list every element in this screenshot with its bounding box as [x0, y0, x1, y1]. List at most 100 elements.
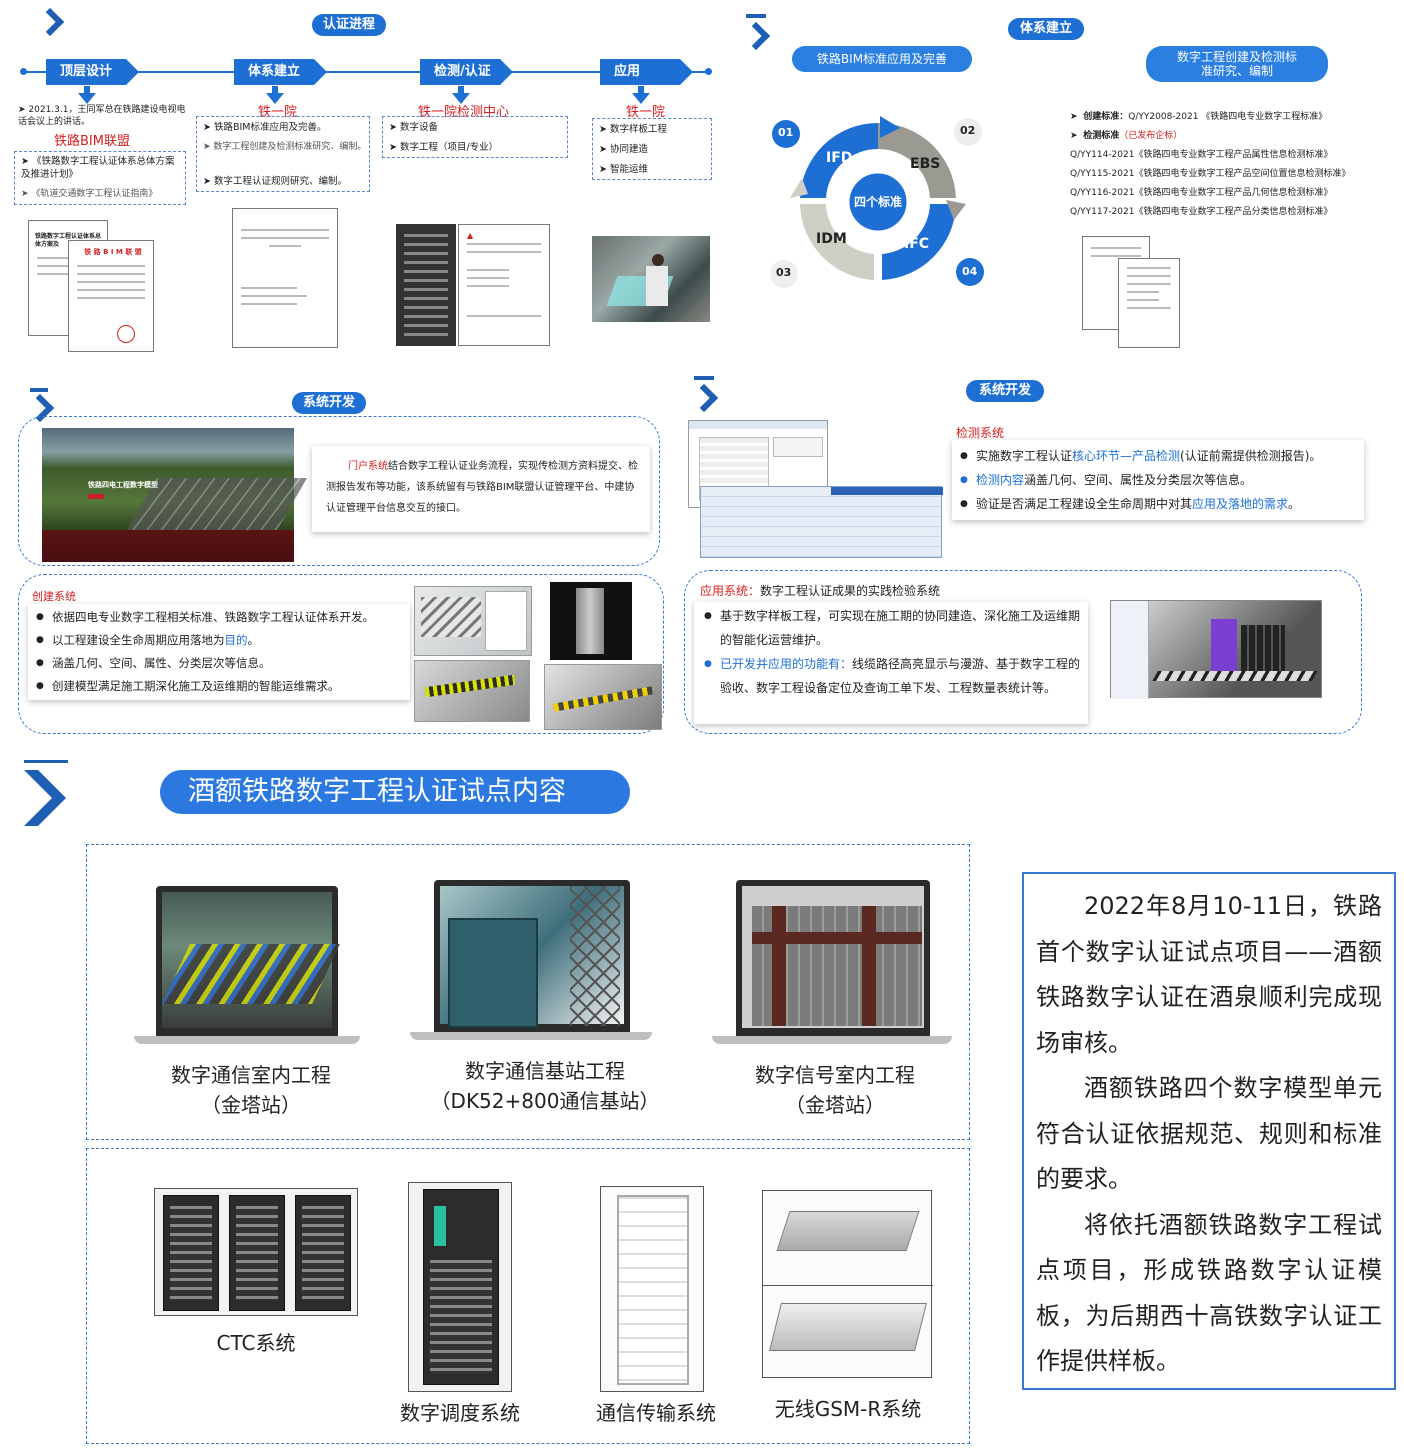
cycle-label-idm: IDM	[816, 231, 847, 247]
portal-desc-card: 门户系统结合数字工程认证业务流程，实现传检测方资料提交、检测报告发布等功能，该系…	[312, 446, 650, 532]
q2-title: 体系建立	[1008, 18, 1084, 40]
document-thumbnail: ▲	[458, 224, 550, 346]
chevron-right-icon	[40, 12, 58, 34]
transmission-photo	[600, 1186, 704, 1392]
row1-box	[86, 844, 970, 1140]
laptop-base	[712, 1036, 952, 1044]
badge-number: 03	[776, 266, 792, 279]
arrowhead-icon	[880, 116, 900, 138]
ifd-segment	[800, 122, 878, 198]
document-thumbnail	[1118, 258, 1180, 348]
caption: CTC系统	[216, 1331, 296, 1355]
stage-tag: 检测/认证	[420, 59, 513, 85]
cable-tray-screenshot	[414, 660, 530, 722]
pill-create-check: 数字工程创建及检测标准研究、编制	[1146, 46, 1328, 82]
app-box	[684, 570, 1362, 734]
summary-paragraph: 将依托酒额铁路数字工程试点项目，形成铁路数字认证模板，为后期西十高铁数字认证工作…	[1036, 1210, 1382, 1376]
arrowhead-icon	[790, 178, 808, 198]
create-box	[18, 574, 664, 734]
timeline-line	[22, 71, 710, 73]
stage-items: ➤ 《铁路数字工程认证体系总体方案及推进计划》 ➤ 《轨道交通数字工程认证指南》	[14, 151, 186, 205]
cycle-center-label: 四个标准	[853, 195, 902, 209]
laptop-base	[134, 1036, 360, 1044]
arrow-down-icon	[452, 93, 470, 104]
center-circle	[846, 170, 910, 234]
ifc-segment	[882, 204, 956, 280]
arrow-down-icon	[272, 86, 278, 94]
chevron-right-icon	[694, 388, 712, 410]
app-3d-screenshot	[1110, 600, 1322, 699]
accent-bar	[694, 376, 714, 380]
cycle-label-ifd: IFD	[826, 150, 853, 166]
number-badge	[956, 258, 984, 286]
accent-bar	[30, 388, 48, 392]
create-items-card: 依据四电专业数字工程相关标准、铁路数字工程认证体系开发。 以工程建设全生命周期应…	[28, 604, 410, 700]
q4-title: 系统开发	[966, 380, 1044, 402]
pill-bim-standard: 铁路BIM标准应用及完善	[792, 46, 972, 72]
number-badge	[954, 118, 982, 146]
timeline-dot	[20, 68, 27, 75]
chevron-right-icon	[24, 770, 66, 826]
bottom-title: 酒额铁路数字工程认证试点内容	[160, 770, 630, 814]
idm-segment	[800, 204, 874, 280]
create-system-label: 创建系统	[32, 590, 76, 603]
stage-items: ➤ 铁路BIM标准应用及完善。 ➤ 数字工程创建及检测标准研究、编制。 ➤ 数字…	[196, 116, 370, 192]
badge-number: 02	[960, 124, 976, 137]
portal-screenshot: 铁路四电工程数字模型	[42, 428, 308, 562]
stage-org: 铁一院	[626, 105, 666, 120]
rack-model-screenshot	[550, 582, 632, 660]
summary-paragraph: 2022年8月10-11日，铁路首个数字认证试点项目——酒额铁路数字认证在酒泉顺…	[1036, 892, 1382, 1057]
caption: 通信传输系统	[596, 1401, 716, 1425]
timeline-dot	[705, 68, 712, 75]
number-badge	[772, 120, 800, 148]
dispatch-photo	[408, 1182, 512, 1392]
standards-list: ➤ 创建标准：Q/YY2008-2021 《铁路四电专业数字工程标准》 ➤ 检测…	[1070, 112, 1351, 217]
row2-box	[86, 1148, 970, 1444]
laptop-screen	[156, 886, 340, 1036]
caption: 数字调度系统	[400, 1401, 520, 1425]
arrow-down-icon	[78, 93, 96, 104]
caption: 无线GSM-R系统	[774, 1397, 922, 1421]
chevron-right-icon	[746, 26, 764, 48]
gsmr-photo	[762, 1190, 933, 1378]
cycle-label-ifc: IFC	[904, 236, 930, 252]
q3-title: 系统开发	[292, 392, 366, 414]
q1-title: 认证进程	[312, 14, 386, 36]
accent-bar	[746, 14, 766, 18]
portal-button[interactable]	[88, 494, 104, 499]
ctc-photo	[154, 1188, 358, 1316]
arrow-down-icon	[266, 93, 284, 104]
summary-box: 2022年8月10-11日，铁路首个数字认证试点项目——酒额铁路数字认证在酒泉顺…	[1022, 872, 1396, 1390]
arrow-down-icon	[632, 93, 650, 104]
stage-note: ➤ 2021.3.1，王同军总在铁路建设电视电话会议上的讲话。	[18, 105, 186, 127]
caption: 数字通信室内工程（金塔站）	[171, 1063, 331, 1117]
portal-box	[18, 416, 660, 566]
stage-tag: 顶层设计	[46, 59, 139, 85]
cycle-label-ebs: EBS	[910, 156, 941, 172]
equipment-photo	[396, 224, 456, 346]
stage-tag: 体系建立	[234, 59, 327, 85]
badge-number: 01	[778, 126, 794, 139]
check-items-card: 实施数字工程认证核心环节—产品检测(认证前需提供检测报告)。 检测内容涵盖几何、…	[952, 440, 1364, 520]
document-thumbnail: 铁 路 B I M 联 盟	[68, 240, 154, 352]
laptop-screen	[736, 880, 930, 1036]
stage-items: ➤ 数字样板工程 ➤ 协同建造 ➤ 智能运维	[592, 118, 712, 180]
stage-org: 铁路BIM联盟	[54, 134, 130, 149]
arrow-down-icon	[458, 86, 464, 94]
ebs-segment	[878, 122, 956, 198]
caption: 数字通信基站工程（DK52+800通信基站）	[430, 1059, 660, 1113]
arrow-down-icon	[638, 86, 644, 94]
check-system-label: 检测系统	[956, 426, 1005, 440]
arrow-down-icon	[84, 86, 90, 94]
caption: 数字信号室内工程（金塔站）	[755, 1063, 915, 1117]
number-badge	[770, 260, 798, 288]
badge-number: 04	[962, 265, 978, 278]
seal-icon	[117, 325, 135, 343]
laptop-base	[410, 1032, 652, 1040]
inspection-photo	[592, 236, 710, 322]
app-items-card: 基于数字样板工程，可实现在施工期的协同建造、深化施工及运维期的智能化运营维护。 …	[694, 602, 1088, 724]
summary-paragraph: 酒额铁路四个数字模型单元符合认证依据规范、规则和标准的要求。	[1036, 1074, 1382, 1193]
four-standards-cycle	[770, 116, 984, 288]
arrowhead-icon	[946, 200, 966, 220]
check-report-table	[700, 486, 943, 558]
